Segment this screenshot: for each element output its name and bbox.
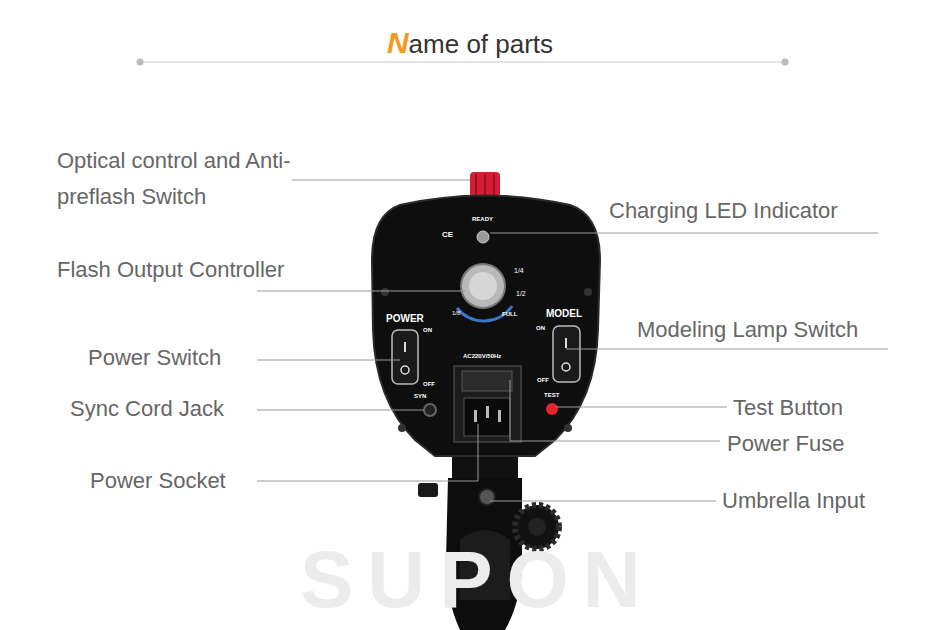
title-rule [140,62,785,63]
panel-text: TEST [544,392,559,399]
rule-dot [137,59,144,66]
panel-text: ON [423,327,432,334]
flash-body [372,196,600,457]
page-title: Name of parts [0,26,940,60]
screw [381,288,389,296]
screw [398,424,406,432]
part-label: Charging LED Indicator [609,198,838,224]
panel-text: POWER [386,313,424,325]
leader-lines [257,180,888,501]
rule-dot [782,59,789,66]
part-label: Modeling Lamp Switch [637,317,858,343]
ready-led [477,231,489,243]
model-switch [553,326,580,382]
output-knob-cap [469,272,497,300]
panel-text: 1/4 [514,267,524,275]
socket-panel [454,366,521,442]
watermark: SUPON [300,540,655,620]
panel-text: MODEL [546,308,582,320]
part-label: Sync Cord Jack [70,396,224,422]
screw [584,288,592,296]
fuse-holder [462,371,512,391]
test-button [546,403,558,415]
part-label: Power Socket [90,468,226,494]
panel-text: FULL [502,311,517,318]
panel-text: 1/8 [452,310,460,317]
part-label: Flash Output Controller [57,257,284,283]
screw [564,424,572,432]
part-label: Optical control and Anti-preflash Switch [57,143,292,215]
panel-text: OFF [423,381,435,388]
power-switch [392,330,418,384]
panel-text: ON [536,325,545,332]
sync-jack [424,404,436,416]
panel-text: CE [442,230,453,240]
part-label: Power Fuse [727,431,844,457]
output-knob [461,264,505,308]
part-label: Test Button [733,395,843,421]
part-label: Power Switch [88,345,221,371]
panel-text: SYN [414,393,426,400]
panel-text: OFF [537,377,549,384]
optical-switch-knob [470,172,500,198]
panel-text: READY [472,216,493,223]
power-inlet [464,398,510,436]
part-label: Umbrella Input [722,488,865,514]
panel-text: 1/2 [516,290,526,298]
panel-text: AC220V/50Hz [463,353,501,360]
